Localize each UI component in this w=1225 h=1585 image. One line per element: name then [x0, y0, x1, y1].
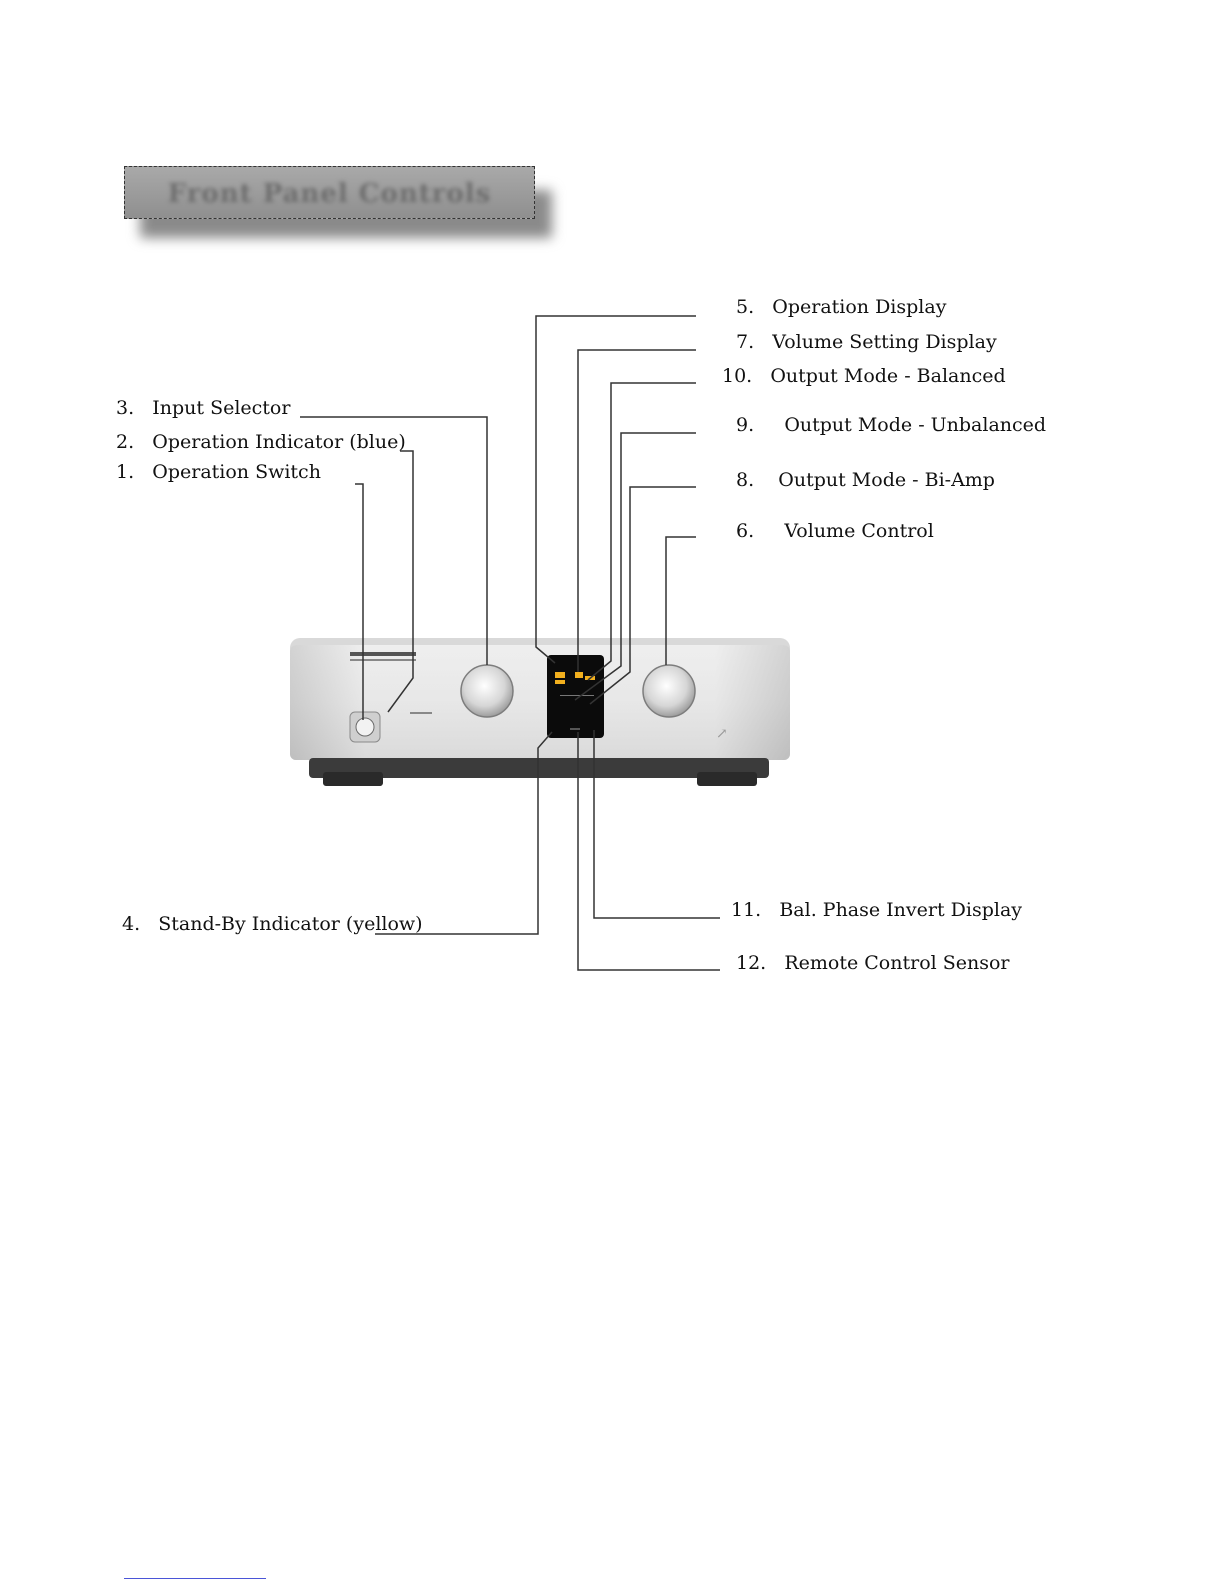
callout-operation-indicator: 2. Operation Indicator (blue)	[116, 431, 406, 453]
model-mark: ↗	[716, 726, 728, 742]
leader-bi-amp	[589, 486, 696, 705]
leader-phase-invert	[593, 730, 720, 919]
callout-operation-display: 5. Operation Display	[736, 296, 947, 318]
leader-operation-switch	[355, 483, 364, 720]
title-box: Front Panel Controls	[124, 166, 535, 219]
operation-display-icon	[547, 655, 604, 738]
callout-input-selector: 3. Input Selector	[116, 397, 291, 419]
leader-balanced	[587, 382, 696, 681]
leader-standby-indicator	[375, 731, 553, 935]
volume-knob-icon[interactable]	[642, 664, 696, 718]
callout-volume-control: 6. Volume Control	[736, 520, 934, 542]
right-foot	[697, 772, 757, 786]
callout-output-balanced: 10. Output Mode - Balanced	[722, 365, 1006, 387]
chassis-shading	[290, 645, 790, 760]
page-title: Front Panel Controls	[167, 179, 492, 209]
leader-operation-display	[535, 315, 696, 664]
callout-volume-setting-display: 7. Volume Setting Display	[736, 331, 997, 353]
leader-unbalanced	[574, 432, 696, 701]
left-foot	[323, 772, 383, 786]
callout-remote-sensor: 12. Remote Control Sensor	[736, 952, 1010, 974]
callout-output-bi-amp: 8. Output Mode - Bi-Amp	[736, 469, 995, 491]
callout-output-unbalanced: 9. Output Mode - Unbalanced	[736, 414, 1047, 436]
power-button-icon[interactable]	[349, 711, 381, 743]
leader-volume-setting	[577, 349, 696, 672]
leader-lines	[300, 315, 720, 971]
leader-volume-control	[665, 536, 696, 665]
leader-operation-indicator	[387, 450, 414, 713]
footer-link-line[interactable]	[124, 1578, 266, 1579]
callout-phase-invert-display: 11. Bal. Phase Invert Display	[731, 899, 1023, 921]
callout-standby-indicator: 4. Stand-By Indicator (yellow)	[122, 913, 423, 935]
brand-logo	[350, 652, 416, 661]
amplifier-chassis: ↗	[290, 638, 790, 786]
leader-remote-sensor	[577, 732, 720, 971]
operation-indicator-lamp	[410, 712, 432, 714]
leader-input-selector	[300, 416, 488, 665]
input-knob-icon[interactable]	[460, 664, 514, 718]
callout-operation-switch: 1. Operation Switch	[116, 461, 321, 483]
chassis-base	[309, 758, 769, 778]
